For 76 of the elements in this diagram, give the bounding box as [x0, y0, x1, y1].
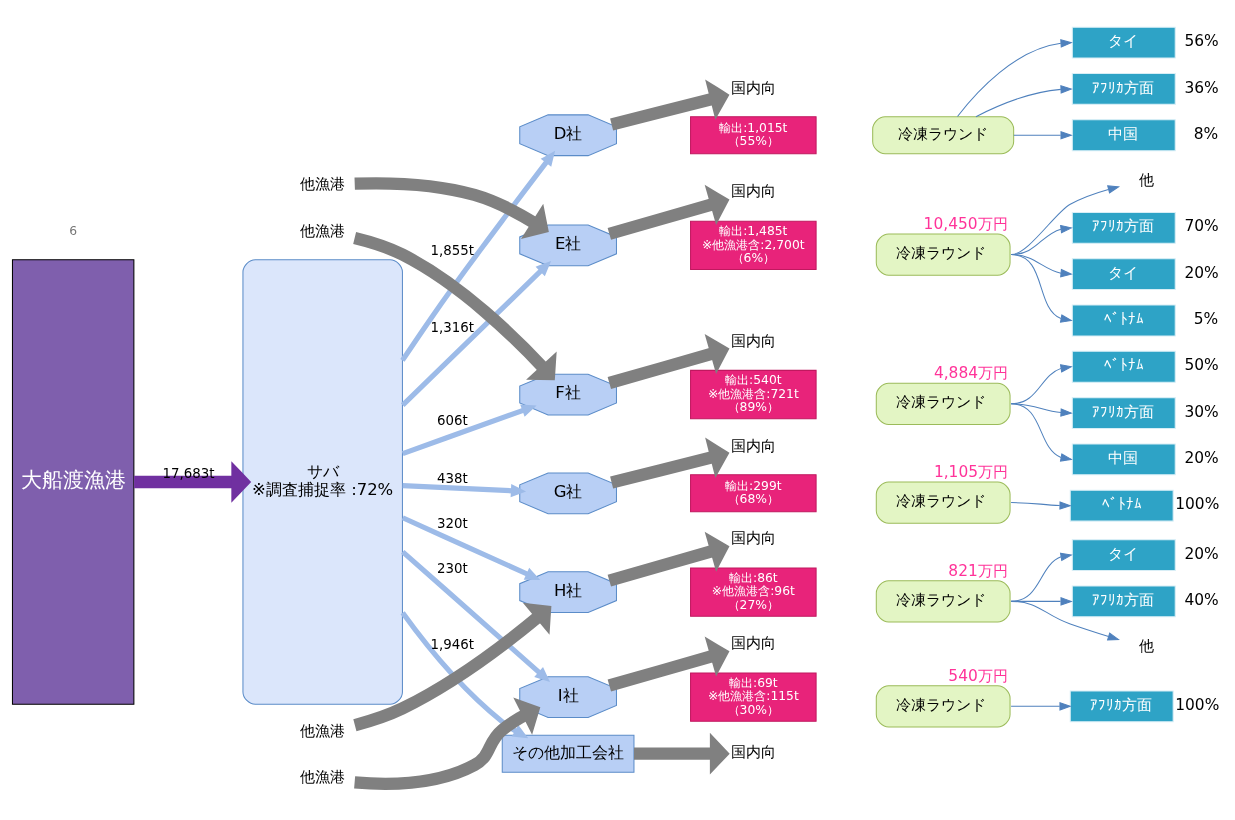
arrow: [607, 531, 730, 587]
arrow: [607, 184, 730, 240]
node-text: 国内向: [730, 742, 776, 761]
arrow: [400, 260, 552, 407]
node-box: 輸出:540t ※他漁港含:721t （89%）: [690, 369, 817, 419]
node-box: その他加工会社: [501, 734, 635, 773]
node-label: 1,105万円: [933, 462, 1009, 481]
node-box: サバ ※調査捕捉率 :72%: [242, 258, 403, 705]
node-box: 輸出:86t ※他漁港含:96t （27%）: [690, 566, 817, 617]
node-label: 20%: [1184, 544, 1219, 563]
arrow: [607, 333, 730, 389]
edge-label: 1,855t: [430, 242, 475, 258]
node-box: 大船渡漁港: [11, 258, 135, 705]
node-label: 56%: [1184, 31, 1219, 50]
node-label: 36%: [1184, 78, 1219, 97]
arrow: [1010, 600, 1120, 641]
node-label: 100%: [1175, 695, 1220, 714]
label: 6: [69, 223, 78, 238]
node-text: 国内向: [730, 331, 776, 350]
node-text: 国内向: [730, 181, 776, 200]
node-text: 国内向: [730, 528, 776, 547]
arrow: [610, 436, 730, 489]
edge-label: 320t: [436, 515, 468, 531]
node-label: 540万円: [948, 666, 1008, 685]
arrow: [353, 602, 552, 731]
node-label: 70%: [1184, 216, 1219, 235]
node-box: 輸出:1,015t （55%）: [690, 115, 817, 154]
node-label: 20%: [1184, 448, 1219, 467]
node-text: 他漁港: [300, 221, 346, 240]
node-label: 40%: [1184, 590, 1219, 609]
arrow: [354, 176, 549, 239]
edge-label: 1,946t: [430, 636, 475, 652]
arrow: [402, 482, 527, 497]
node-label: 20%: [1184, 263, 1219, 282]
edge-label: 606t: [436, 412, 468, 428]
edge-label: 1,316t: [430, 319, 475, 335]
edge-label: 438t: [436, 470, 468, 486]
arrow: [1010, 184, 1121, 255]
node-text: 他漁港: [300, 174, 346, 193]
arrow: [400, 150, 556, 362]
arrow: [607, 636, 730, 691]
node-label: 50%: [1184, 355, 1219, 374]
arrow: [1010, 500, 1072, 510]
arrow: [134, 460, 252, 503]
arrow: [401, 403, 537, 456]
node-label: 5%: [1193, 309, 1219, 328]
arrow: [401, 514, 541, 580]
arrow: [1010, 402, 1073, 462]
arrow: [610, 78, 730, 130]
arrow: [401, 549, 550, 682]
node-text: 国内向: [730, 436, 776, 455]
node-text: 他: [1138, 636, 1154, 655]
edge-label: 230t: [436, 560, 468, 576]
node-label: 4,884万円: [933, 363, 1009, 382]
arrow: [975, 84, 1073, 117]
node-text: 他漁港: [300, 721, 346, 740]
node-box: 輸出:1,485t ※他漁港含:2,700t （6%）: [690, 220, 817, 270]
arrow: [1013, 130, 1073, 140]
node-label: 821万円: [948, 561, 1008, 580]
node-label: 8%: [1193, 124, 1219, 143]
node-box: 冷凍ラウンド: [872, 115, 1015, 154]
node-text: 国内向: [730, 633, 776, 652]
node-text: 他漁港: [300, 767, 346, 786]
node-box: 輸出:299t （68%）: [690, 473, 817, 512]
arrow: [353, 231, 557, 380]
arrow: [1010, 701, 1072, 711]
node-text: 他: [1138, 170, 1154, 189]
arrow: [400, 610, 529, 738]
node-text: 国内向: [730, 78, 776, 97]
arrow: [633, 732, 730, 774]
arrow: [354, 697, 541, 790]
node-label: 100%: [1175, 494, 1220, 513]
node-box: 輸出:69t ※他漁港含:115t （30%）: [690, 671, 817, 722]
node-label: 10,450万円: [923, 214, 1008, 233]
node-label: 30%: [1184, 402, 1219, 421]
arrow: [956, 38, 1073, 117]
